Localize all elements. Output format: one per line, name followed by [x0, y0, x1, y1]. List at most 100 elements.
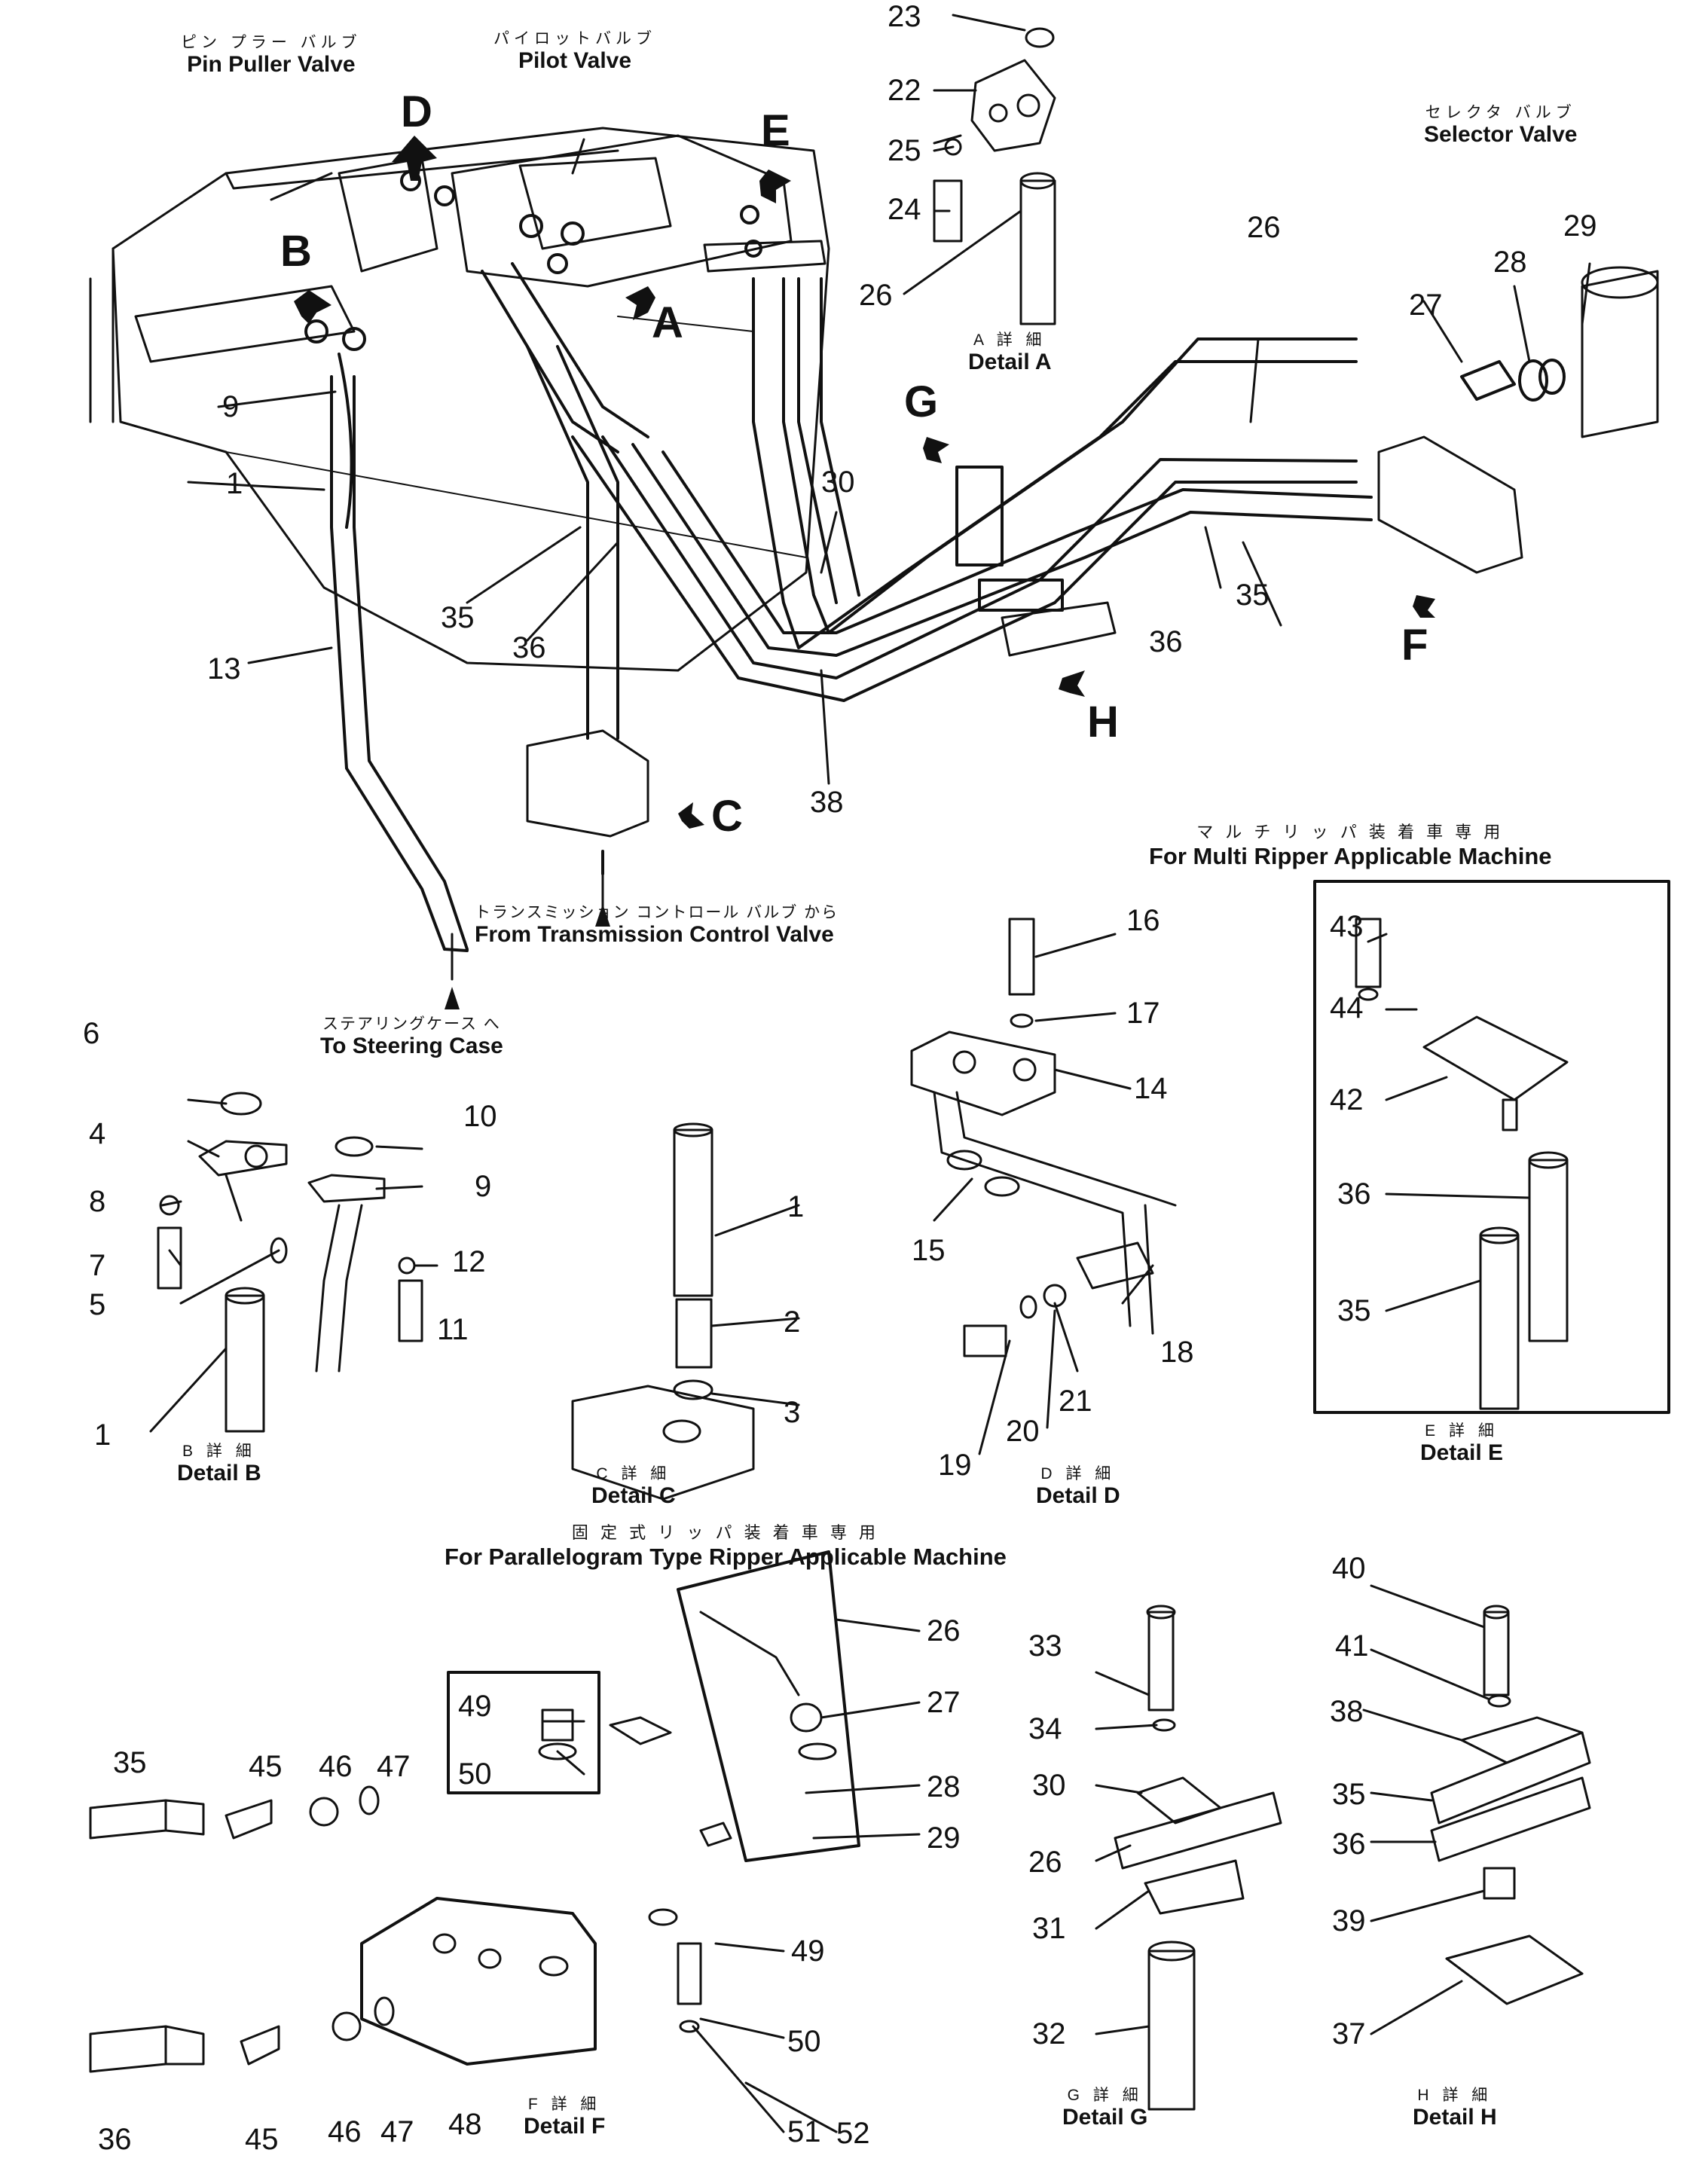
detail-e-jp-text: 詳 細 [1449, 1422, 1499, 1440]
part-number: 31 [1032, 1912, 1066, 1945]
pilot-valve-label: パイロットバルブ Pilot Valve [493, 30, 656, 75]
detail-f-en: Detail F [524, 2114, 606, 2139]
view-letter-b: B [280, 227, 312, 276]
part-number: 29 [1563, 209, 1597, 243]
part-number: 35 [113, 1746, 147, 1779]
part-number: 28 [1493, 246, 1527, 279]
part-number: 48 [448, 2108, 482, 2141]
view-letter-e: E [761, 106, 790, 155]
detail-b-en: Detail B [177, 1461, 261, 1486]
part-number: 19 [938, 1449, 972, 1482]
parallelogram-jp: 固 定 式 リ ッ パ 装 着 車 専 用 [571, 1523, 880, 1542]
part-number: 39 [1332, 1904, 1366, 1938]
steering-case-jp: ステアリングケース へ [322, 1015, 501, 1033]
part-number: 24 [888, 193, 921, 226]
detail-d-jp-text: 詳 細 [1065, 1465, 1116, 1483]
part-number: 21 [1059, 1385, 1092, 1418]
detail-g-en: Detail G [1062, 2105, 1148, 2130]
detail-c-caption: C 詳 細 Detail C [591, 1465, 676, 1510]
detail-g-caption: G 詳 細 Detail G [1062, 2087, 1147, 2131]
multi-ripper-heading: マ ル チ リ ッ パ 装 着 車 専 用 For Multi Ripper A… [1149, 823, 1552, 871]
part-number: 22 [888, 74, 921, 107]
part-number: 1 [787, 1190, 805, 1223]
view-letter-h: H [1087, 698, 1119, 747]
detail-d-jp: D 詳 細 [1036, 1465, 1120, 1483]
part-number: 45 [245, 2123, 279, 2156]
view-letter-f: F [1401, 621, 1428, 670]
detail-g-jp-text: 詳 細 [1092, 2087, 1143, 2104]
part-number: 28 [927, 1770, 961, 1803]
part-number: 52 [836, 2117, 870, 2150]
detail-e-en: Detail E [1420, 1440, 1504, 1466]
part-number: 17 [1126, 997, 1160, 1030]
parallelogram-heading: 固 定 式 リ ッ パ 装 着 車 専 用 For Parallelogram … [445, 1523, 1007, 1571]
part-number: 27 [1409, 289, 1443, 322]
part-number: 14 [1134, 1072, 1168, 1105]
selector-valve-jp: セレクタ バルブ [1425, 104, 1576, 121]
detail-e-jp: E 詳 細 [1420, 1422, 1503, 1440]
part-number: 30 [821, 466, 855, 499]
part-number: 51 [787, 2115, 821, 2148]
part-number: 36 [98, 2123, 132, 2156]
part-number: 26 [859, 279, 893, 312]
part-number: 33 [1028, 1629, 1062, 1663]
parallelogram-en: For Parallelogram Type Ripper Applicable… [445, 1544, 1007, 1571]
detail-h-jp: H 詳 細 [1413, 2087, 1497, 2105]
detail-a-jp: A 詳 細 [968, 331, 1052, 350]
view-letter-d: D [401, 87, 432, 136]
part-number: 25 [888, 134, 921, 167]
view-letter-c: C [711, 792, 743, 841]
detail-b-art [157, 1092, 423, 1433]
part-number: 4 [89, 1117, 106, 1150]
part-number: 32 [1032, 2017, 1066, 2050]
part-number: 36 [1149, 625, 1183, 658]
part-number: 26 [1247, 211, 1281, 244]
transmission-en: From Transmission Control Valve [475, 922, 834, 948]
part-number: 15 [912, 1234, 946, 1267]
part-number: 35 [1337, 1294, 1371, 1327]
multi-ripper-en: For Multi Ripper Applicable Machine [1149, 843, 1552, 870]
part-number: 36 [512, 631, 546, 664]
part-number: 44 [1330, 991, 1364, 1024]
part-number: 6 [83, 1017, 100, 1050]
part-number: 1 [94, 1418, 112, 1452]
part-number: 27 [927, 1686, 961, 1719]
part-number: 35 [1236, 579, 1270, 612]
part-number: 18 [1160, 1336, 1194, 1369]
view-letter-g: G [904, 377, 939, 426]
detail-d-art [910, 918, 1177, 1357]
part-number: 9 [222, 390, 240, 423]
detail-e-caption: E 詳 細 Detail E [1420, 1422, 1503, 1467]
part-number: 5 [89, 1288, 106, 1321]
detail-a-caption: A 詳 細 Detail A [968, 331, 1052, 376]
detail-a-letter: A [973, 331, 988, 349]
transmission-label: トランスミッション コントロール バルブ から From Transmissio… [475, 904, 839, 948]
detail-e-art [1313, 880, 1670, 1414]
view-arrows [294, 136, 1435, 1009]
part-number: 8 [89, 1185, 106, 1218]
detail-d-caption: D 詳 細 Detail D [1036, 1465, 1120, 1510]
detail-c-art [571, 1122, 755, 1501]
hoses [330, 262, 1659, 952]
detail-g-jp: G 詳 細 [1062, 2087, 1147, 2105]
detail-h-caption: H 詳 細 Detail H [1413, 2087, 1497, 2131]
selector-valve-label: セレクタ バルブ Selector Valve [1424, 104, 1577, 148]
pilot-valve-jp: パイロットバルブ [493, 30, 656, 47]
part-number: 46 [319, 1750, 353, 1783]
transmission-jp: トランスミッション コントロール バルブ から [475, 904, 839, 921]
detail-c-en: Detail C [591, 1483, 676, 1509]
part-number: 16 [1126, 904, 1160, 937]
part-number: 45 [249, 1750, 283, 1783]
detail-a-en: Detail A [968, 350, 1052, 375]
part-number: 35 [1332, 1778, 1366, 1811]
detail-h-jp-text: 詳 細 [1442, 2087, 1493, 2104]
part-number: 3 [784, 1396, 801, 1429]
detail-b-jp-text: 詳 細 [206, 1443, 256, 1460]
detail-f-jp: F 詳 細 [524, 2096, 605, 2114]
pin-puller-valve-label: ピン プラー バルブ Pin Puller Valve [181, 34, 362, 78]
detail-h-letter: H [1417, 2087, 1434, 2104]
detail-f-letter: F [527, 2096, 542, 2113]
steering-case-en: To Steering Case [320, 1034, 503, 1059]
detail-a-art [933, 27, 1056, 325]
detail-h-en: Detail H [1413, 2105, 1497, 2130]
